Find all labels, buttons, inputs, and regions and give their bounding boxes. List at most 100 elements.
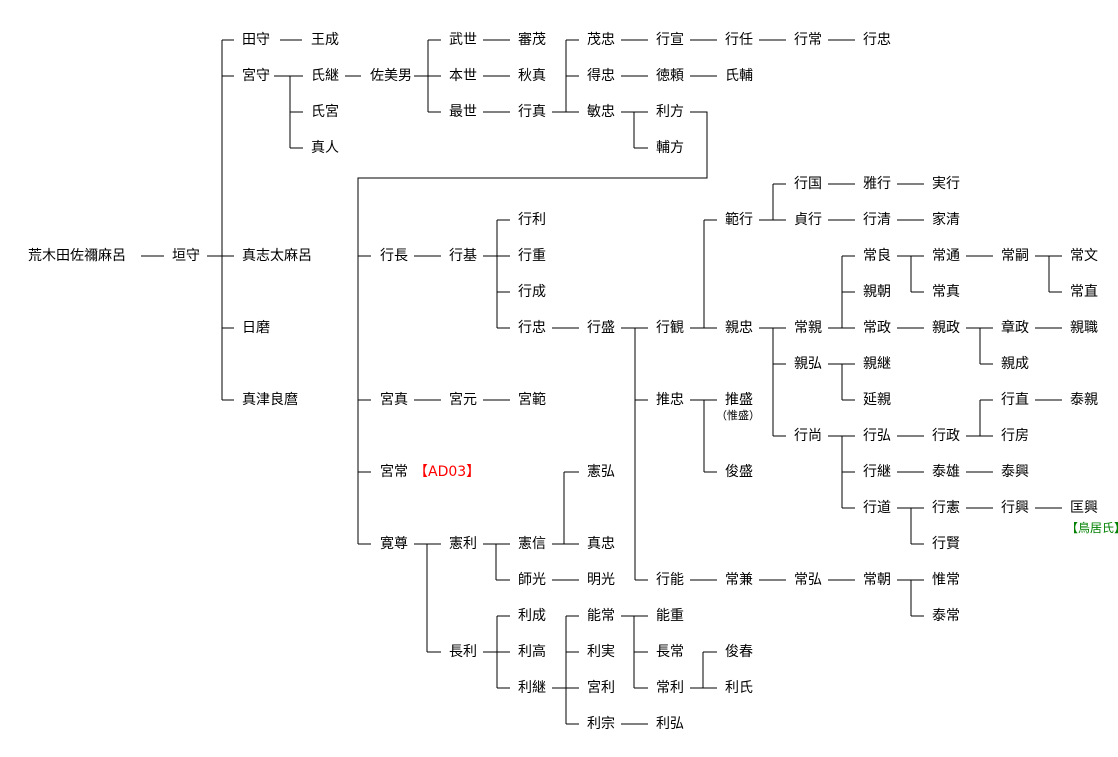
person: 真人 bbox=[311, 140, 339, 156]
person: 能重 bbox=[656, 608, 684, 624]
person: 宮範 bbox=[518, 392, 546, 408]
person: 常朝 bbox=[863, 572, 891, 588]
person: 親成 bbox=[1001, 356, 1029, 372]
person: 行真 bbox=[518, 104, 546, 120]
person: 武世 bbox=[449, 32, 477, 48]
person: 利実 bbox=[587, 644, 615, 660]
person: 寛尊 bbox=[380, 536, 408, 552]
person: 利宗 bbox=[587, 716, 615, 732]
person: 宮利 bbox=[587, 680, 615, 696]
torii-clan-note: 【鳥居氏】 bbox=[1066, 521, 1118, 535]
person: 惟常 bbox=[932, 572, 960, 588]
person: 長利 bbox=[449, 644, 477, 660]
person: 常嗣 bbox=[1001, 248, 1029, 264]
person: 田守 bbox=[242, 32, 270, 48]
person: 行房 bbox=[1001, 428, 1029, 444]
person: 俊春 bbox=[725, 644, 753, 660]
person: 王成 bbox=[311, 32, 339, 48]
person: 日磨 bbox=[242, 320, 270, 336]
person: 行尚 bbox=[794, 428, 822, 444]
person: 行長 bbox=[380, 248, 408, 264]
person: 推盛 bbox=[725, 392, 753, 408]
person: 長常 bbox=[656, 644, 684, 660]
person: 泰興 bbox=[1001, 464, 1029, 480]
person: 行国 bbox=[794, 176, 822, 192]
person: 宮常 bbox=[380, 464, 408, 480]
person: 親職 bbox=[1070, 320, 1098, 336]
person: 常真 bbox=[932, 284, 960, 300]
person: 明光 bbox=[587, 572, 615, 588]
person: 親政 bbox=[932, 320, 960, 336]
person: 行盛 bbox=[587, 320, 615, 336]
person: 常政 bbox=[863, 320, 891, 336]
person: 真忠 bbox=[587, 536, 615, 552]
person: 俊盛 bbox=[725, 464, 753, 480]
person: 審茂 bbox=[518, 32, 546, 48]
person: 実行 bbox=[932, 176, 960, 192]
person: 利氏 bbox=[725, 680, 753, 696]
person: 泰常 bbox=[932, 608, 960, 624]
person: 常弘 bbox=[794, 572, 822, 588]
person: 真津良麿 bbox=[242, 392, 298, 408]
person-root: 荒木田佐禰麻呂 bbox=[28, 248, 126, 264]
person: 行政 bbox=[932, 428, 960, 444]
person: 氏輔 bbox=[725, 68, 753, 84]
person: 泰雄 bbox=[932, 464, 960, 480]
person: 宮守 bbox=[242, 68, 270, 84]
person: 行重 bbox=[518, 248, 546, 264]
person: 得忠 bbox=[587, 68, 615, 84]
person: 貞行 bbox=[794, 212, 822, 228]
person: 行任 bbox=[725, 32, 753, 48]
person: 憲信 bbox=[518, 536, 546, 552]
person: 行常 bbox=[794, 32, 822, 48]
person: 行憲 bbox=[932, 500, 960, 516]
person: 宮元 bbox=[449, 392, 477, 408]
person: 常親 bbox=[794, 320, 822, 336]
person: 行賢 bbox=[932, 536, 960, 552]
person: 行道 bbox=[863, 500, 891, 516]
person: 行清 bbox=[863, 212, 891, 228]
person: 雅行 bbox=[863, 176, 891, 192]
person: 利成 bbox=[518, 608, 546, 624]
person: 家清 bbox=[932, 212, 960, 228]
person: 垣守 bbox=[172, 248, 200, 264]
person: 宮真 bbox=[380, 392, 408, 408]
person: 徳頼 bbox=[656, 68, 684, 84]
person: 行成 bbox=[518, 284, 546, 300]
person: 真志太麻呂 bbox=[242, 248, 312, 264]
person: 氏継 bbox=[311, 68, 339, 84]
person: 常文 bbox=[1070, 248, 1098, 264]
person: 最世 bbox=[449, 104, 477, 120]
person: 常兼 bbox=[725, 572, 753, 588]
person: 行観 bbox=[656, 320, 684, 336]
person: 親弘 bbox=[794, 356, 822, 372]
person: 行直 bbox=[1001, 392, 1029, 408]
person: 常良 bbox=[863, 248, 891, 264]
alias-note: （惟盛） bbox=[716, 409, 760, 422]
person: 敏忠 bbox=[587, 104, 615, 120]
person: 憲弘 bbox=[587, 464, 615, 480]
person: 行能 bbox=[656, 572, 684, 588]
person: 親朝 bbox=[863, 284, 891, 300]
person: 師光 bbox=[518, 572, 546, 588]
person: 親忠 bbox=[725, 320, 753, 336]
person: 匡興 bbox=[1070, 500, 1098, 516]
person: 本世 bbox=[449, 68, 477, 84]
person: 推忠 bbox=[656, 392, 684, 408]
person: 利継 bbox=[518, 680, 546, 696]
person: 行継 bbox=[863, 464, 891, 480]
person: 常直 bbox=[1070, 284, 1098, 300]
person: 茂忠 bbox=[587, 32, 615, 48]
person: 親継 bbox=[863, 356, 891, 372]
person: 範行 bbox=[725, 212, 753, 228]
person: 利高 bbox=[518, 644, 546, 660]
person: 氏宮 bbox=[311, 104, 339, 120]
person: 行宣 bbox=[656, 32, 684, 48]
person: 常通 bbox=[932, 248, 960, 264]
person: 章政 bbox=[1001, 320, 1029, 336]
person: 利方 bbox=[656, 104, 684, 120]
person: 輔方 bbox=[656, 140, 684, 156]
person: 行忠 bbox=[518, 320, 546, 336]
person: 能常 bbox=[587, 608, 615, 624]
